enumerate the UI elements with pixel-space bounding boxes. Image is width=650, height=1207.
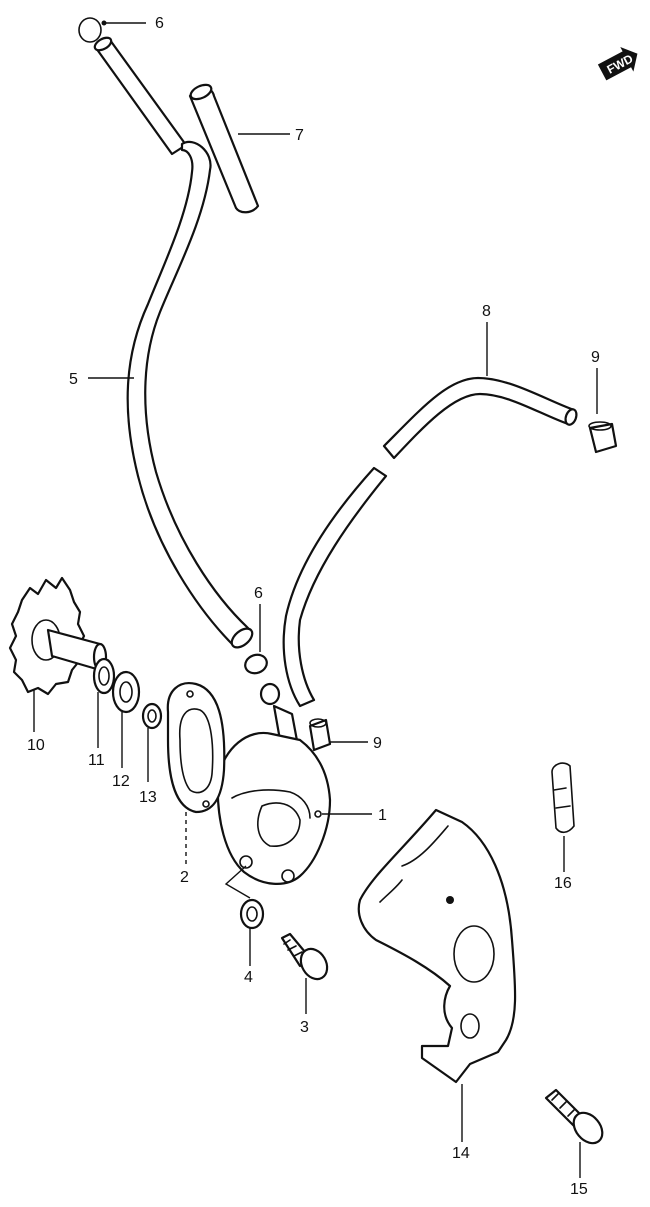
callout-14: 14 [452,1145,470,1162]
callout-numbers: 6 7 5 8 9 6 9 1 2 10 11 12 13 4 3 14 15 … [27,15,600,1198]
hose-7 [188,83,260,214]
gasket-2 [166,682,226,814]
hose-8 [382,376,578,460]
callout-11: 11 [88,752,105,769]
clamp-lower [244,653,268,675]
callout-16: 16 [554,875,572,892]
bolt-15 [544,1088,604,1145]
cap-9-lower [308,718,332,752]
oil-pump-body [213,731,332,885]
washer-4 [239,898,265,930]
circlip-13 [141,702,163,730]
callout-10: 10 [27,737,45,754]
pin-16 [551,762,575,834]
fwd-arrow-icon: FWD [597,46,638,81]
washer-11 [92,657,116,695]
leader-lines [33,22,598,1178]
callout-6-top: 6 [155,15,164,32]
callout-6-lower: 6 [254,585,263,602]
hose-8-lower-segment [282,466,388,708]
callout-5: 5 [69,371,78,388]
callout-1: 1 [378,807,387,824]
sprocket-10 [8,576,108,696]
callout-9-lower: 9 [373,735,382,752]
callout-4: 4 [244,969,253,986]
callout-15: 15 [570,1181,588,1198]
callout-3: 3 [300,1019,309,1036]
callout-12: 12 [112,773,130,790]
hose-upper-segment [93,36,188,156]
callout-7: 7 [295,127,304,144]
callout-13: 13 [139,789,157,806]
callout-9-upper: 9 [591,349,600,366]
washer-12 [111,670,141,714]
callout-2: 2 [180,869,189,886]
callout-8: 8 [482,303,491,320]
cover-14 [357,808,517,1084]
cap-9-upper [588,421,618,454]
screw-3 [280,932,329,981]
hose-5 [126,140,254,649]
